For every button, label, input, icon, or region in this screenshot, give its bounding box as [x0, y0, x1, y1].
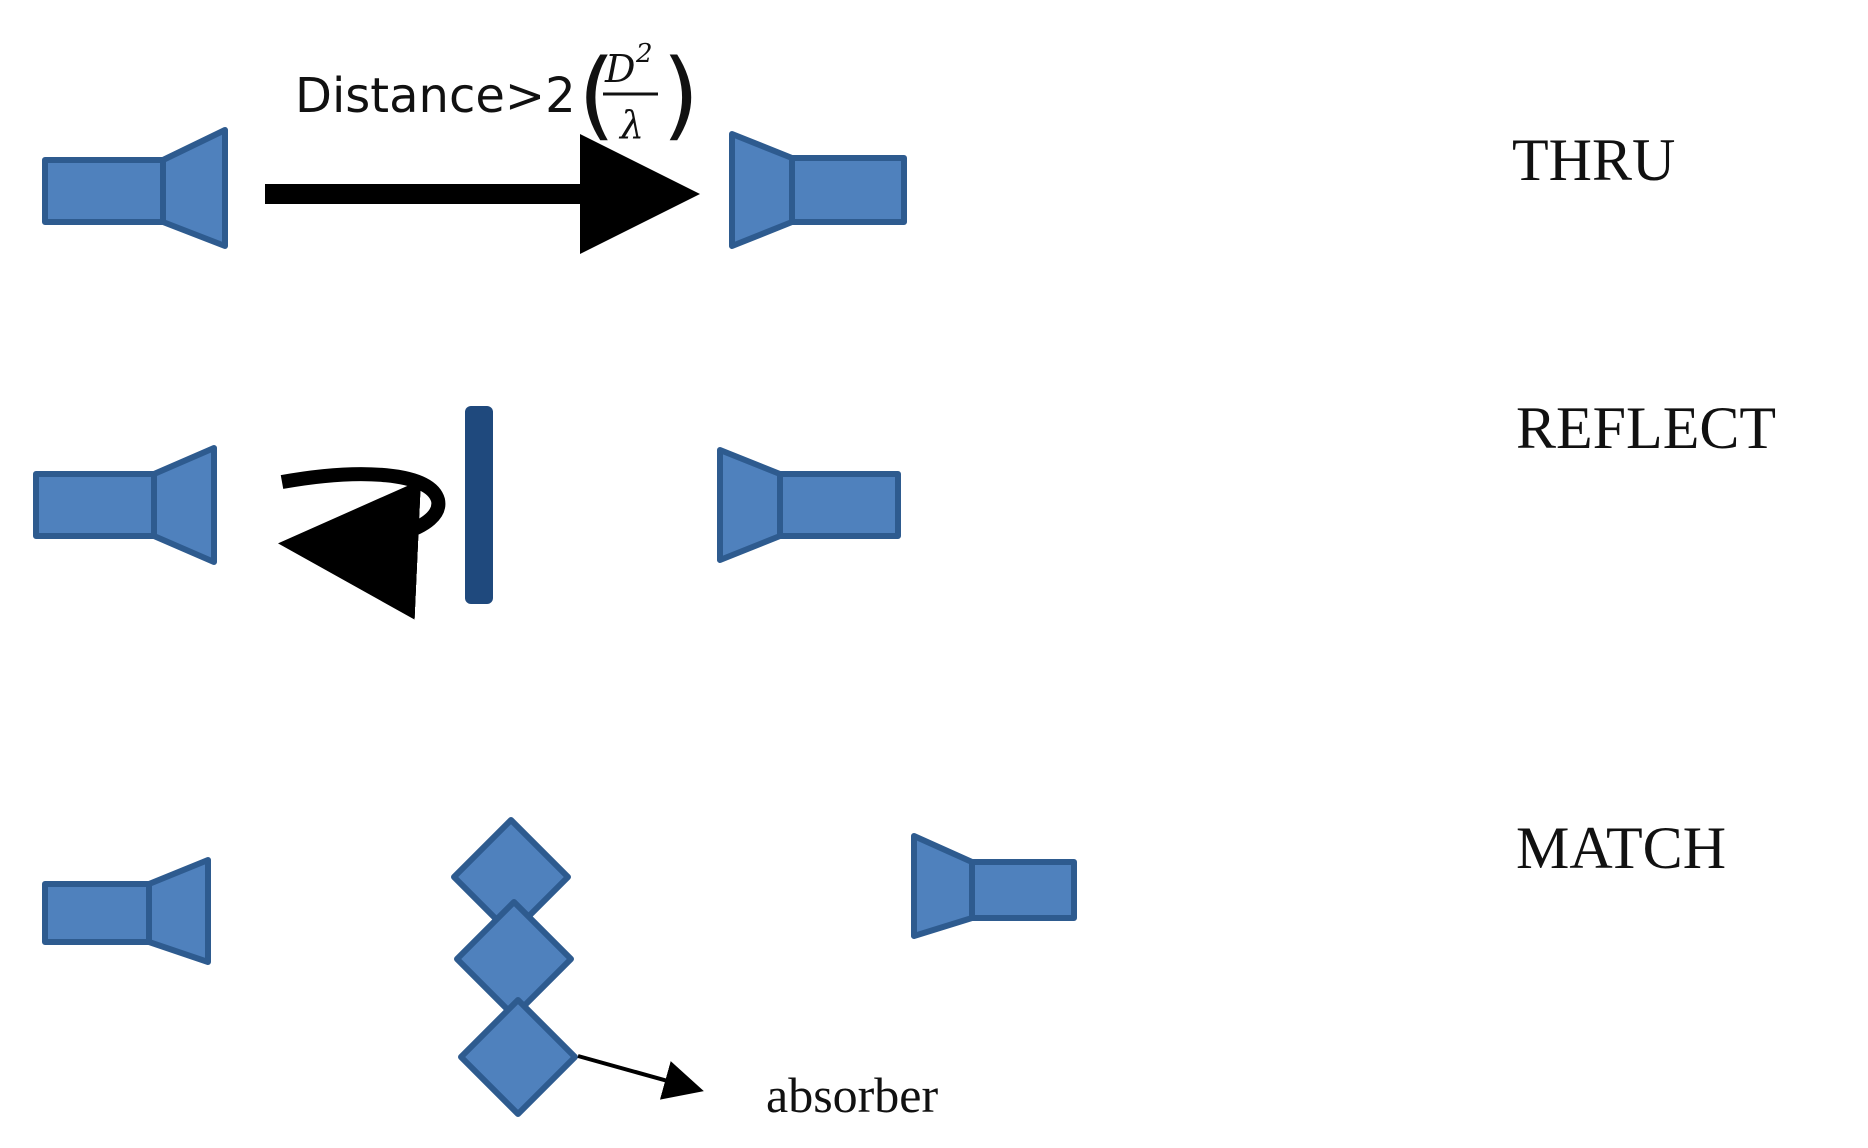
absorber-pointer-arrow: [577, 1054, 704, 1100]
reflect-right-horn: [717, 447, 901, 563]
distance-label: Distance>2 ( D 2 λ ): [295, 39, 699, 151]
reflect-label: REFLECT: [1516, 395, 1776, 461]
match-label: MATCH: [1516, 815, 1726, 881]
absorber-block-2: [454, 899, 574, 1019]
reflector-plate: [465, 406, 493, 604]
reflect-row: REFLECT: [33, 395, 1776, 620]
fraction-denominator: λ: [618, 103, 644, 147]
fraction-numerator: D: [604, 47, 635, 91]
match-row: absorber MATCH: [42, 815, 1726, 1123]
reflect-left-horn: [33, 445, 217, 565]
right-paren: ): [662, 39, 699, 151]
absorber-stack: [451, 817, 578, 1117]
match-right-horn: [911, 833, 1077, 939]
absorber-label: absorber: [766, 1067, 938, 1123]
thru-left-horn: [42, 127, 228, 249]
fraction-exponent: 2: [635, 39, 653, 69]
thru-right-horn: [729, 131, 907, 249]
match-left-horn: [42, 857, 211, 965]
absorber-block-3: [458, 997, 578, 1117]
reflect-return-arrow: [278, 467, 446, 620]
thru-row: Distance>2 ( D 2 λ ) THRU: [42, 39, 1675, 254]
thru-label: THRU: [1512, 127, 1675, 193]
distance-prefix: Distance>2: [295, 68, 576, 124]
